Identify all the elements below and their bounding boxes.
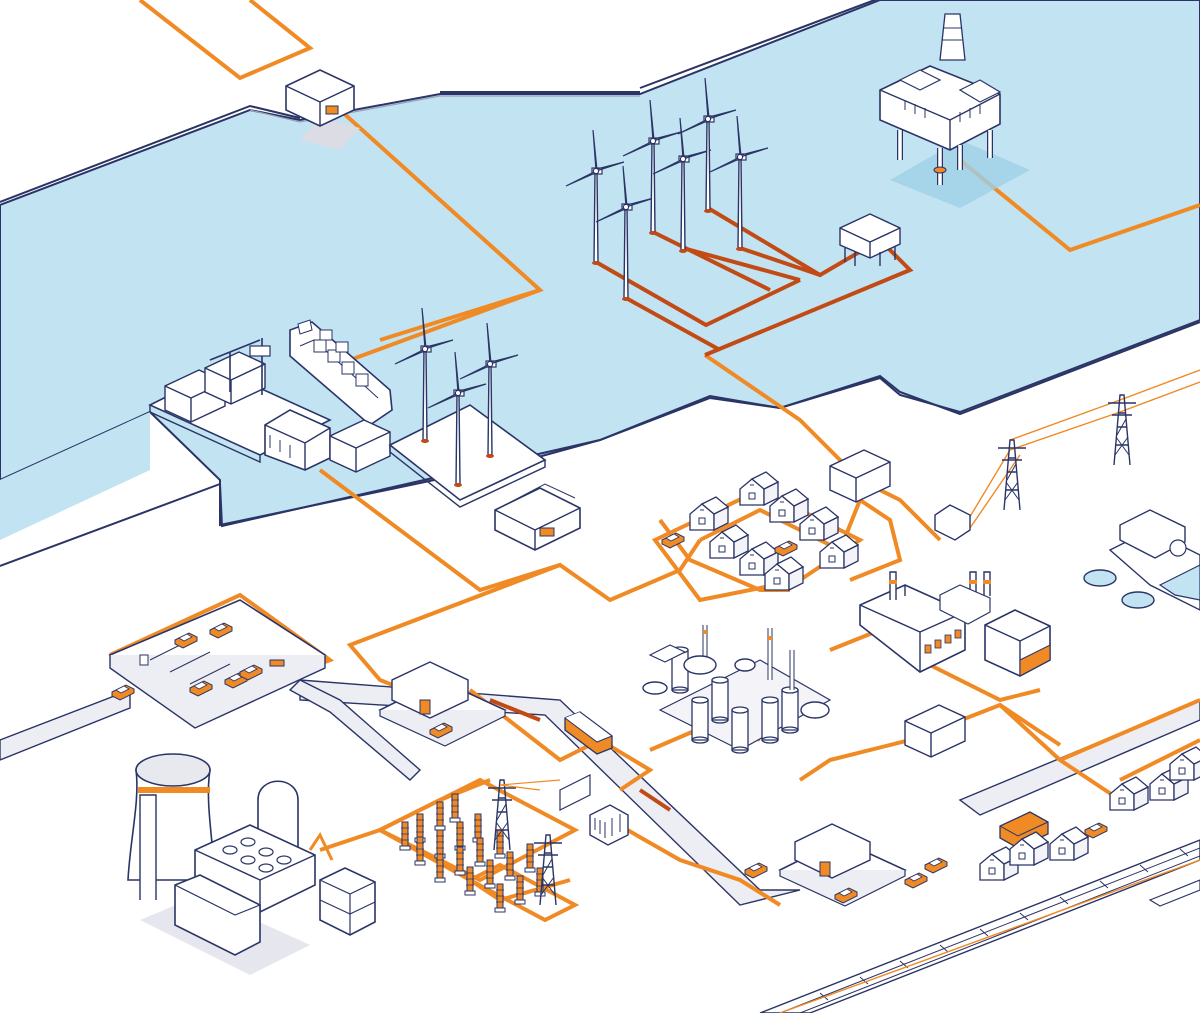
harbor-warehouse [264,409,391,473]
nuclear-power-plant [127,753,376,975]
residential-village [651,471,864,603]
grid-node-building [829,449,971,758]
roads [0,679,1200,906]
offshore-platform [879,13,1030,208]
water-treatment-plant [1083,509,1200,611]
charging-station [378,661,507,747]
offshore-substation [839,213,901,266]
industrial-plant [859,571,1051,677]
electric-bus [564,711,614,755]
converter-station [494,483,581,551]
quay-edge [249,95,640,123]
sea [0,0,1200,540]
nearshore-turbine-platform [388,307,547,508]
parking-lot [108,599,327,729]
charging-station-2 [744,823,907,907]
switchyard [375,774,629,923]
coastal-substation [285,69,360,150]
railway [759,839,1200,1013]
transmission-pylons [997,394,1137,511]
refinery [642,625,832,754]
coastline [0,0,1200,567]
